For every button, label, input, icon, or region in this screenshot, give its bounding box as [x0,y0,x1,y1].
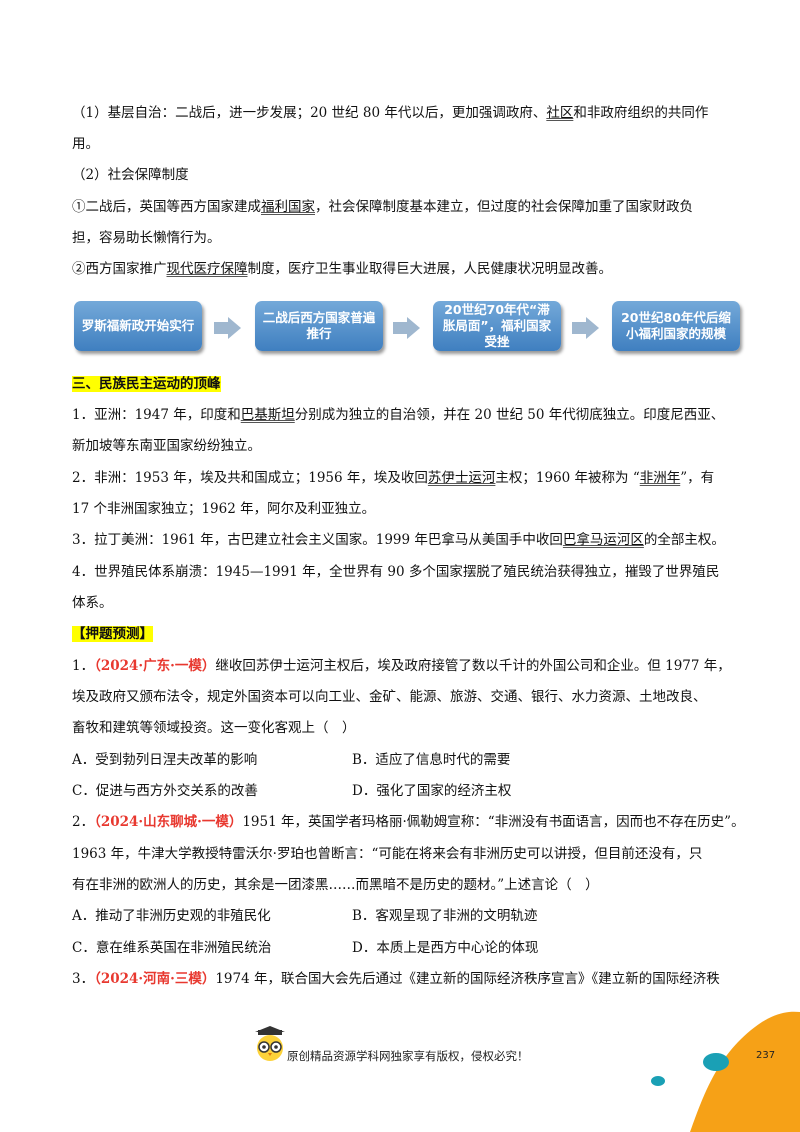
question-1: 1．（2024·广东·一模）继收回苏伊士运河主权后，埃及政府接管了数以千计的外国… [72,656,731,676]
q2-option-a: A．推动了非洲历史观的非殖民化 [72,908,271,924]
para-colonial-collapse: 4．世界殖民体系崩溃：1945—1991 年，全世界有 90 多个国家摆脱了殖民… [72,564,720,580]
question-2-line-3: 有在非洲的欧洲人的历史，其余是一团漆黑……而黑暗不是历史的题材。”上述言论（ ） [72,877,599,893]
question-source: （2024·山东聊城·一模） [94,814,243,830]
q1-option-a: A．受到勃列日涅夫改革的影响 [72,752,258,768]
para-grassroots-cont: 用。 [72,136,99,152]
underlined-term: 福利国家 [261,199,315,215]
welfare-flow-diagram: 罗斯福新政开始实行 二战后西方国家普遍推行 20世纪70年代“滞胀局面”，福利国… [72,301,752,355]
copyright-notice: 原创精品资源学科网独家享有版权，侵权必究！ [287,1049,529,1063]
para-africa: 2．非洲：1953 年，埃及共和国成立；1956 年，埃及收回苏伊士运河主权；1… [72,468,714,488]
q2-option-d: D．本质上是西方中心论的体现 [352,940,539,956]
page-number: 237 [756,1050,776,1061]
para-welfare-state-cont: 担，容易助长懒惰行为。 [72,230,221,246]
q2-option-c: C．意在维系英国在非洲殖民统治 [72,940,272,956]
predict-heading-text: 【押题预测】 [72,626,153,642]
para-africa-cont: 17 个非洲国家独立；1962 年，阿尔及利亚独立。 [72,501,376,517]
predict-heading: 【押题预测】 [72,624,153,644]
question-text: 1974 年，联合国大会先后通过《建立新的国际经济秩序宣言》《建立新的国际经济秩 [215,971,720,987]
text: 分别成为独立的自治领，并在 20 世纪 50 年代彻底独立。印度尼西亚、 [294,407,725,423]
text: 3．拉丁美洲：1961 年，古巴建立社会主义国家。1999 年巴拿马从美国手中收… [72,532,563,548]
owl-mascot-icon [255,1026,285,1061]
question-1-line-3: 畜牧和建筑等领域投资。这一变化客观上（ ） [72,720,356,736]
orange-corner-shape [690,1011,800,1132]
q2-option-b: B．客观呈现了非洲的文明轨迹 [352,908,538,924]
para-grassroots: （1）基层自治：二战后，进一步发展；20 世纪 80 年代以后，更加强调政府、社… [72,103,708,123]
text: 的全部主权。 [643,532,725,548]
question-2-line-2: 1963 年，牛津大学教授特雷沃尔·罗珀也曾断言：“可能在将来会有非洲历史可以讲… [72,846,703,862]
para-latin-america: 3．拉丁美洲：1961 年，古巴建立社会主义国家。1999 年巴拿马从美国手中收… [72,530,725,550]
question-2: 2．（2024·山东聊城·一模）1951 年，英国学者玛格丽·佩勒姆宣称：“非洲… [72,812,745,832]
text: ，社会保障制度基本建立，但过度的社会保障加重了国家财政负 [315,199,693,215]
underlined-term: 巴拿马运河区 [562,532,644,548]
underlined-term: 现代医疗保障 [166,261,248,277]
para-medical: ②西方国家推广现代医疗保障制度，医疗卫生事业取得巨大进展，人民健康状况明显改善。 [72,259,612,279]
question-number: 2． [72,814,95,830]
question-text: 继收回苏伊士运河主权后，埃及政府接管了数以千计的外国公司和企业。但 1977 年… [215,658,731,674]
text: 1．亚洲：1947 年，印度和 [72,407,241,423]
underlined-term: 社区 [546,105,574,121]
subheading-social-security: （2）社会保障制度 [72,167,189,183]
teal-dot-small [651,1076,665,1086]
underlined-term: 苏伊士运河 [427,470,496,486]
underlined-term: 巴基斯坦 [240,407,295,423]
question-number: 1． [72,658,95,674]
para-asia-cont: 新加坡等东南亚国家纷纷独立。 [72,438,261,454]
flow-step-2: 二战后西方国家普遍推行 [255,301,383,351]
teal-dot-large [703,1053,729,1071]
question-source: （2024·河南·三模） [94,971,216,987]
text: ①二战后，英国等西方国家建成 [72,199,261,215]
flow-step-4: 20世纪80年代后缩小福利国家的规模 [612,301,740,351]
q1-option-b: B．适应了信息时代的需要 [352,752,511,768]
question-text: 1951 年，英国学者玛格丽·佩勒姆宣称：“非洲没有书面语言，因而也不存在历史”… [242,814,745,830]
text: ②西方国家推广 [72,261,167,277]
q1-option-c: C．促进与西方外交关系的改善 [72,783,258,799]
text: ”，有 [680,470,715,486]
q1-option-d: D．强化了国家的经济主权 [352,783,512,799]
flow-step-3: 20世纪70年代“滞胀局面”，福利国家受挫 [433,301,561,351]
question-1-line-2: 埃及政府又颁布法令，规定外国资本可以向工业、金矿、能源、旅游、交通、银行、水力资… [72,689,707,705]
para-welfare-state: ①二战后，英国等西方国家建成福利国家，社会保障制度基本建立，但过度的社会保障加重… [72,197,693,217]
text: 制度，医疗卫生事业取得巨大进展，人民健康状况明显改善。 [247,261,613,277]
question-source: （2024·广东·一模） [94,658,216,674]
text: 和非政府组织的共同作 [573,105,709,121]
section-title: 三、民族民主运动的顶峰 [72,374,221,394]
text: （1）基层自治：二战后，进一步发展；20 世纪 80 年代以后，更加强调政府、 [72,105,547,121]
text: 主权；1960 年被称为 “ [495,470,640,486]
text: 2．非洲：1953 年，埃及共和国成立；1956 年，埃及收回 [72,470,428,486]
question-3: 3．（2024·河南·三模）1974 年，联合国大会先后通过《建立新的国际经济秩… [72,969,720,989]
underlined-term: 非洲年 [639,470,681,486]
question-number: 3． [72,971,95,987]
flow-step-1: 罗斯福新政开始实行 [74,301,202,351]
para-colonial-collapse-cont: 体系。 [72,595,113,611]
section-title-text: 三、民族民主运动的顶峰 [72,376,221,392]
para-asia: 1．亚洲：1947 年，印度和巴基斯坦分别成为独立的自治领，并在 20 世纪 5… [72,405,724,425]
